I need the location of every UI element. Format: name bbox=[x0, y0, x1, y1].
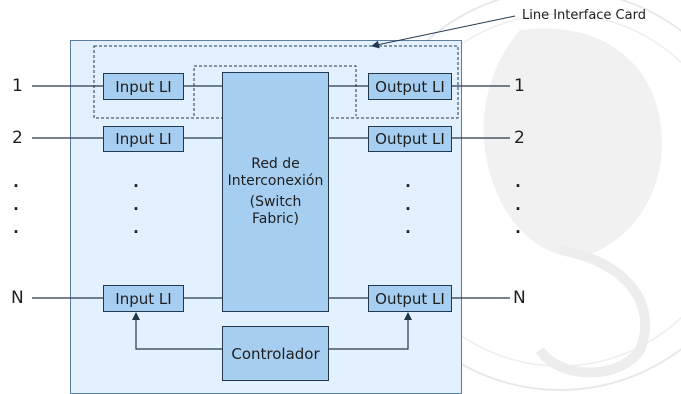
dot: · bbox=[13, 200, 19, 218]
fabric-label-line-1: Red de bbox=[251, 156, 300, 172]
fabric-label-line-2: Interconexión bbox=[227, 173, 324, 189]
output-li-2: Output LI bbox=[368, 126, 452, 152]
port-label-left-n: N bbox=[11, 288, 24, 308]
port-label-left-2: 2 bbox=[12, 128, 23, 148]
fabric-label-line-4: Fabric) bbox=[251, 211, 300, 227]
ellipsis-left-ports: · · · bbox=[9, 175, 23, 244]
switch-fabric: Red de Interconexión (Switch Fabric) bbox=[222, 72, 329, 312]
dot: · bbox=[133, 177, 139, 195]
controller-box: Controlador bbox=[222, 326, 329, 381]
dot: · bbox=[515, 177, 521, 195]
dot: · bbox=[405, 177, 411, 195]
output-li-n: Output LI bbox=[368, 285, 452, 312]
dot: · bbox=[405, 223, 411, 241]
dot: · bbox=[515, 223, 521, 241]
input-li-1: Input LI bbox=[103, 73, 184, 100]
fabric-label-line-3: (Switch bbox=[249, 194, 302, 210]
ellipsis-input-li: · · · bbox=[129, 175, 143, 244]
input-li-2: Input LI bbox=[103, 126, 184, 152]
dot: · bbox=[133, 200, 139, 218]
dot: · bbox=[133, 223, 139, 241]
port-label-right-n: N bbox=[513, 288, 526, 308]
ellipsis-output-li: · · · bbox=[401, 175, 415, 244]
port-label-right-2: 2 bbox=[514, 128, 525, 148]
port-label-right-1: 1 bbox=[514, 76, 525, 96]
dot: · bbox=[515, 200, 521, 218]
dot: · bbox=[13, 223, 19, 241]
dot: · bbox=[405, 200, 411, 218]
output-li-1: Output LI bbox=[368, 73, 452, 100]
port-label-left-1: 1 bbox=[12, 76, 23, 96]
input-li-n: Input LI bbox=[103, 285, 184, 312]
line-interface-card-label: Line Interface Card bbox=[522, 8, 646, 23]
ellipsis-right-ports: · · · bbox=[511, 175, 525, 244]
dot: · bbox=[13, 177, 19, 195]
